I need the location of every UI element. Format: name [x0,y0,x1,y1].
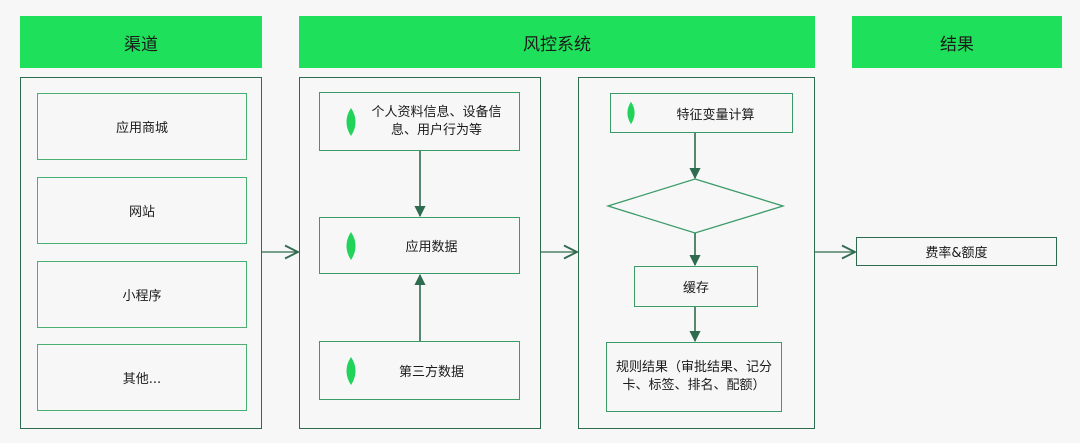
node-rate-limit-label: 费率&额度 [925,246,988,261]
channel-other: 其他... [37,344,247,411]
channel-app-store: 应用商城 [37,93,247,160]
header-risk-system: 风控系统 [299,16,815,68]
node-rule-results-label: 规则结果（审批结果、记分卡、标签、排名、配额） [615,360,772,393]
leaf-icon [346,356,356,385]
node-feature-calc-label: 特征变量计算 [676,107,755,123]
header-risk-label: 风控系统 [523,34,591,55]
node-third-party-data: 第三方数据 [319,341,520,400]
node-cache-label: 缓存 [682,281,709,296]
header-channel: 渠道 [20,16,262,68]
channel-mini-program-label: 小程序 [122,289,162,304]
header-channel-label: 渠道 [124,34,158,55]
node-personal-data: 个人资料信息、设备信息、用户行为等 [319,92,520,151]
node-personal-data-label: 个人资料信息、设备信息、用户行为等 [371,104,502,138]
leaf-icon [346,231,356,260]
node-rate-limit: 费率&额度 [856,237,1057,266]
channel-mini-program: 小程序 [37,261,247,328]
node-third-party-data-label: 第三方数据 [398,365,464,380]
channel-website-label: 网站 [128,205,155,220]
node-app-data: 应用数据 [319,217,520,274]
node-app-data-label: 应用数据 [405,240,458,255]
channel-app-store-label: 应用商城 [115,121,168,136]
node-rule-results: 规则结果（审批结果、记分卡、标签、排名、配额） [606,342,782,412]
channel-website: 网站 [37,177,247,244]
node-cache: 缓存 [634,266,758,307]
ranking-diamond [605,178,786,234]
channel-other-label: 其他... [122,372,162,387]
leaf-icon [346,107,356,136]
leaf-icon [627,101,635,125]
header-result: 结果 [852,16,1062,68]
node-feature-calc: 特征变量计算 [610,93,793,133]
header-result-label: 结果 [940,34,974,55]
